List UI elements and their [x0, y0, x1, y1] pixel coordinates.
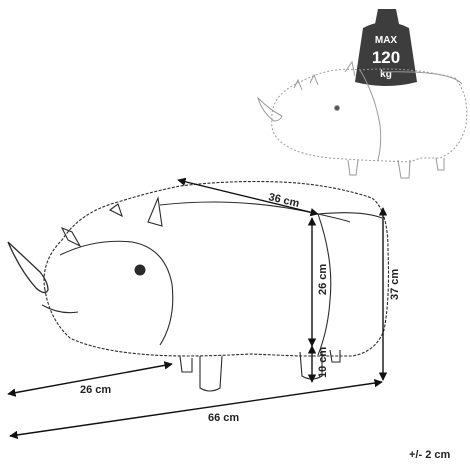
weight-unit: kg — [380, 69, 392, 80]
tolerance-note: +/- 2 cm — [409, 449, 450, 461]
leg-height-label: 10 cm — [317, 347, 329, 378]
top-depth-line — [177, 177, 319, 217]
length-line — [9, 378, 383, 440]
dimension-lines — [7, 177, 388, 440]
weight-icon: MAX 120 kg — [355, 9, 417, 86]
body-height-label: 26 cm — [317, 264, 329, 295]
total-height-label: 37 cm — [389, 269, 401, 300]
rhino-reference-illustration — [256, 60, 468, 179]
length-label: 66 cm — [208, 412, 239, 424]
weight-value: 120 — [372, 48, 400, 67]
width-label: 26 cm — [80, 384, 111, 396]
weight-max-label: MAX — [375, 35, 398, 46]
rhino-eye — [134, 264, 146, 276]
rhino-stool-illustration — [7, 180, 390, 392]
